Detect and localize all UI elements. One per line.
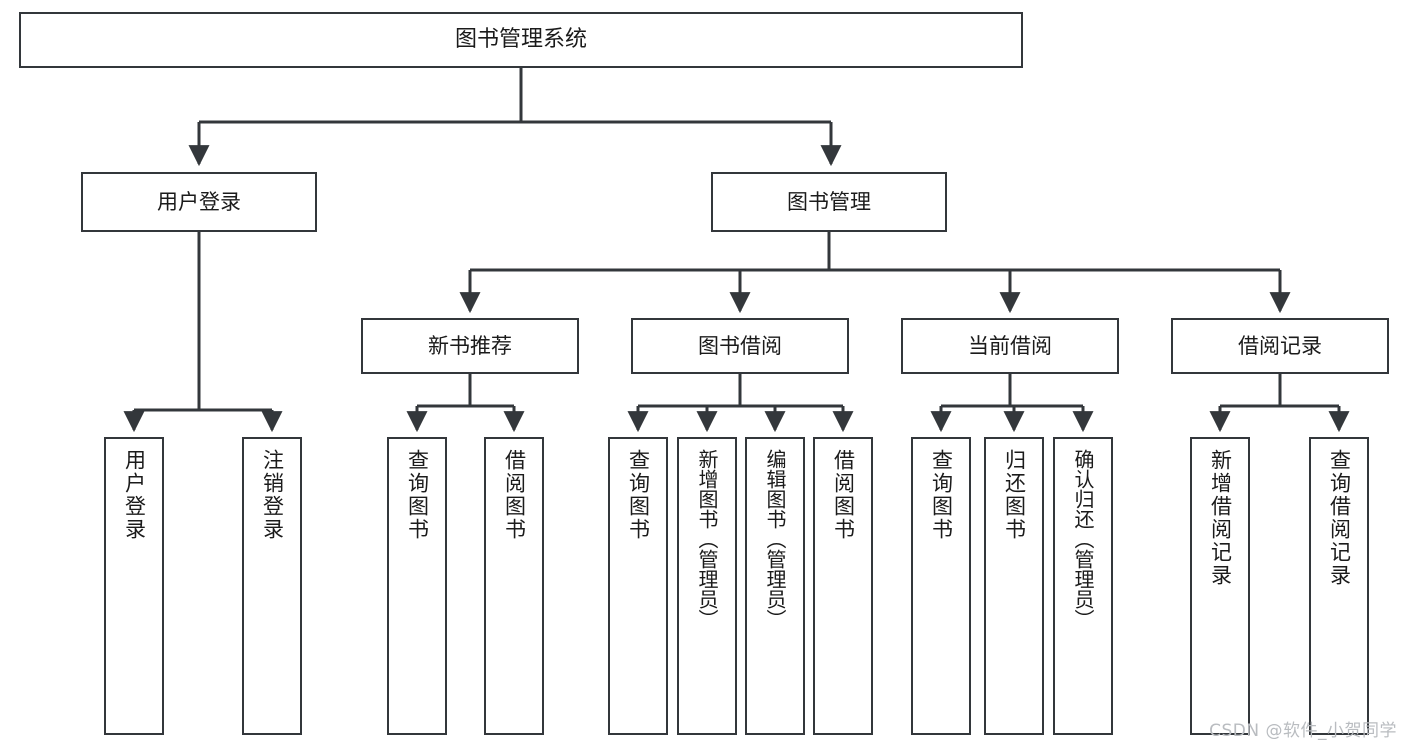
leaf-user-logout[interactable]: 注销登录 [242, 437, 302, 735]
node-label: 新书推荐 [428, 333, 512, 358]
leaf-borrow-book-recommend[interactable]: 借阅图书 [484, 437, 544, 735]
node-book-borrow[interactable]: 图书借阅 [631, 318, 849, 374]
node-label: 借阅记录 [1238, 333, 1322, 358]
node-label: 图书管理 [787, 189, 871, 214]
leaf-borrow-book[interactable]: 借阅图书 [813, 437, 873, 735]
leaf-user-login[interactable]: 用户登录 [104, 437, 164, 735]
leaf-edit-book-admin[interactable]: 编辑图书（管理员） [745, 437, 805, 735]
node-label: 编辑图书（管理员） [763, 449, 787, 629]
node-label: 借阅图书 [502, 449, 527, 541]
node-label: 确认归还（管理员） [1071, 449, 1095, 629]
leaf-add-borrow-record[interactable]: 新增借阅记录 [1190, 437, 1250, 735]
node-label: 借阅图书 [831, 449, 856, 541]
node-label: 新增借阅记录 [1208, 449, 1233, 587]
node-borrow-record[interactable]: 借阅记录 [1171, 318, 1389, 374]
leaf-query-book-current[interactable]: 查询图书 [911, 437, 971, 735]
leaf-add-book-admin[interactable]: 新增图书（管理员） [677, 437, 737, 735]
leaf-query-borrow-record[interactable]: 查询借阅记录 [1309, 437, 1369, 735]
node-label: 新增图书（管理员） [695, 449, 719, 629]
node-label: 注销登录 [260, 449, 285, 541]
node-label: 查询借阅记录 [1327, 449, 1352, 587]
node-label: 查询图书 [626, 449, 651, 541]
leaf-confirm-return-admin[interactable]: 确认归还（管理员） [1053, 437, 1113, 735]
leaf-query-book-borrow[interactable]: 查询图书 [608, 437, 668, 735]
watermark-text: CSDN @软件_小贺同学 [1209, 721, 1397, 741]
node-label: 查询图书 [405, 449, 430, 541]
node-label: 图书借阅 [698, 333, 782, 358]
node-label: 查询图书 [929, 449, 954, 541]
node-label: 当前借阅 [968, 333, 1052, 358]
node-new-book-recommend[interactable]: 新书推荐 [361, 318, 579, 374]
node-label: 图书管理系统 [454, 27, 587, 53]
node-current-borrow[interactable]: 当前借阅 [901, 318, 1119, 374]
node-root-system[interactable]: 图书管理系统 [19, 12, 1023, 68]
node-book-management[interactable]: 图书管理 [711, 172, 947, 232]
node-label: 归还图书 [1002, 449, 1027, 541]
node-user-login[interactable]: 用户登录 [81, 172, 317, 232]
node-label: 用户登录 [157, 189, 241, 214]
leaf-query-book-recommend[interactable]: 查询图书 [387, 437, 447, 735]
leaf-return-book[interactable]: 归还图书 [984, 437, 1044, 735]
node-label: 用户登录 [122, 449, 147, 541]
